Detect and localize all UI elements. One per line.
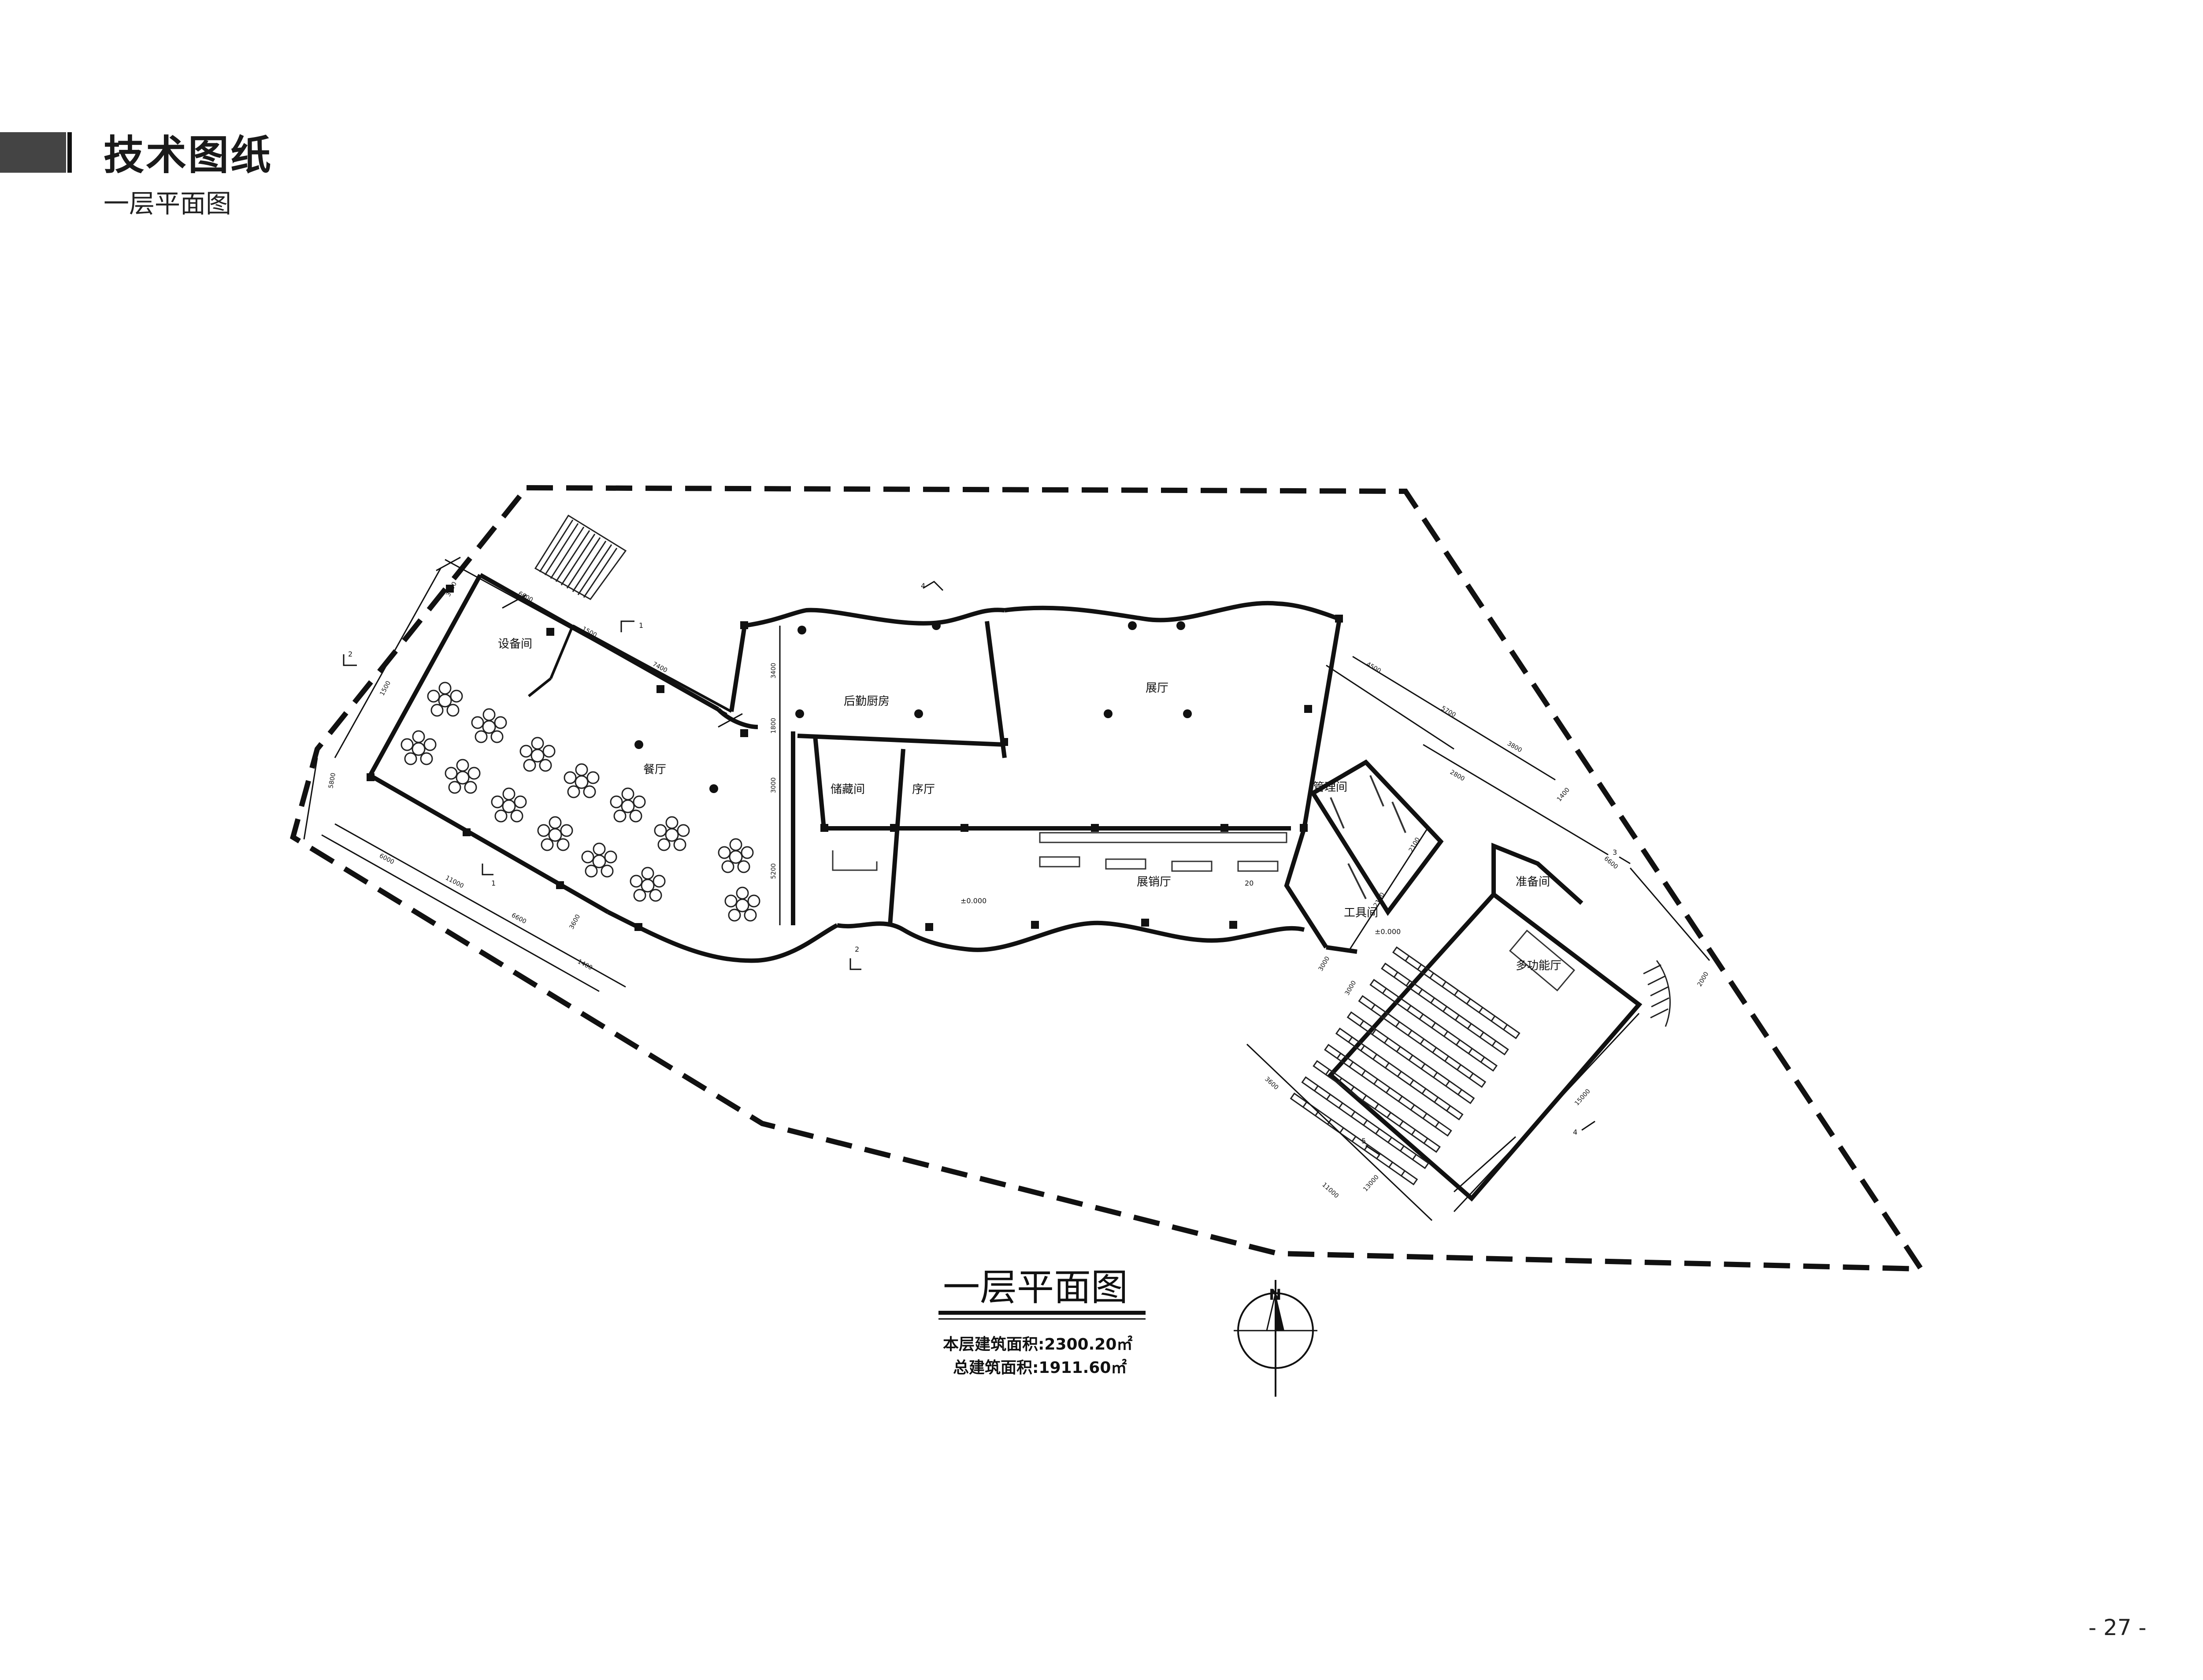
section-mark-label: 2 [855, 945, 859, 953]
dimension-label: 3000 [1344, 979, 1358, 997]
caption-underline [938, 1311, 1146, 1315]
section-mark-label: 1 [491, 879, 496, 887]
floor-area-text: 本层建筑面积:2300.20㎡ [943, 1335, 1133, 1354]
service-block-walls [1284, 759, 1444, 954]
multipurpose-hall-walls [1327, 842, 1643, 1202]
north-arrow-label: N [1269, 1286, 1281, 1304]
room-label-restaurant: 餐厅 [643, 763, 666, 776]
dimension-label: 6600 [1602, 855, 1619, 871]
central-block-walls [729, 601, 1342, 952]
section-mark-label: 2 [348, 650, 352, 658]
elevation-mark: ±0.000 [961, 897, 987, 905]
page-subtitle: 一层平面图 [104, 189, 232, 219]
hall-seating [1290, 946, 1521, 1185]
dimension-label: 6000 [378, 852, 395, 866]
dimension-label: 2100 [1408, 836, 1422, 853]
room-label-sales: 展销厅 [1137, 875, 1171, 889]
page-title: 技术图纸 [104, 132, 273, 179]
section-mark-label: 1 [639, 621, 643, 630]
dimension-label: 15000 [1573, 1088, 1592, 1107]
columns [367, 585, 1343, 931]
header-divider [67, 132, 72, 173]
room-label-storage: 储藏间 [831, 783, 865, 796]
display-counters [832, 832, 1287, 872]
room-label-management: 管理间 [1313, 781, 1347, 794]
dimension-label: 1400 [1556, 786, 1571, 803]
elevation-mark: ±0.000 [1375, 927, 1401, 936]
dimension-label: 5800 [327, 772, 337, 789]
room-label-preface: 序厅 [912, 783, 935, 796]
restaurant-wing-walls [367, 573, 838, 963]
room-label-equipment: 设备间 [498, 638, 532, 651]
dimension-texts: 6600 1500 7400 3400 1800 3000 5200 3000 … [327, 581, 1710, 1200]
dimension-label: 5200 [770, 863, 777, 879]
room-label-back-kitchen: 后勤厨房 [844, 695, 890, 708]
dimension-label: 5700 [1440, 705, 1457, 719]
dimension-label: 3000 [770, 777, 777, 793]
slope-label: 20 [1245, 879, 1254, 887]
site-boundary [290, 485, 1926, 1272]
north-arrow: N [1234, 1280, 1317, 1397]
section-mark-label: 5 [1361, 1137, 1366, 1145]
dimension-label: 3600 [568, 913, 582, 931]
room-label-preparation: 准备间 [1516, 875, 1550, 889]
dimension-label: 1800 [770, 718, 777, 734]
section-marks: 1 1 2 2 3 4 4 5 [343, 581, 1631, 1155]
dimension-label: 3000 [1317, 955, 1331, 972]
hall-stage [1509, 929, 1576, 992]
caption-underline-thin [938, 1318, 1146, 1320]
room-label-exhibition: 展厅 [1146, 682, 1168, 695]
dimension-lines [303, 556, 1710, 1221]
header-accent-bar [0, 132, 66, 173]
section-mark-label: 3 [1613, 848, 1617, 857]
total-area-text: 总建筑面积:1911.60㎡ [953, 1359, 1127, 1377]
page-number: - 27 - [2088, 1615, 2147, 1640]
dimension-label: 11000 [1320, 1181, 1340, 1200]
drawing-caption-title: 一层平面图 [943, 1266, 1128, 1309]
outdoor-stair-right [1643, 960, 1671, 1027]
dimension-label: 1400 [576, 958, 593, 972]
dimension-label: 4500 [1365, 661, 1382, 675]
dimension-label: 3600 [1263, 1075, 1280, 1091]
dimension-label: 3400 [770, 663, 777, 679]
dimension-label: 13000 [1362, 1174, 1380, 1193]
outdoor-stair-top [534, 514, 627, 600]
section-mark-label: 4 [1573, 1128, 1577, 1136]
section-mark-label: 4 [921, 582, 925, 590]
room-labels: 设备间 餐厅 后勤厨房 展厅 储藏间 序厅 展销厅 管理间 工具间 准备间 多功… [498, 638, 1561, 972]
dimension-label: 1500 [378, 680, 392, 697]
dimension-label: 2000 [1696, 971, 1710, 988]
dimension-label: 2800 [1449, 769, 1466, 783]
room-label-multipurpose: 多功能厅 [1516, 959, 1561, 972]
